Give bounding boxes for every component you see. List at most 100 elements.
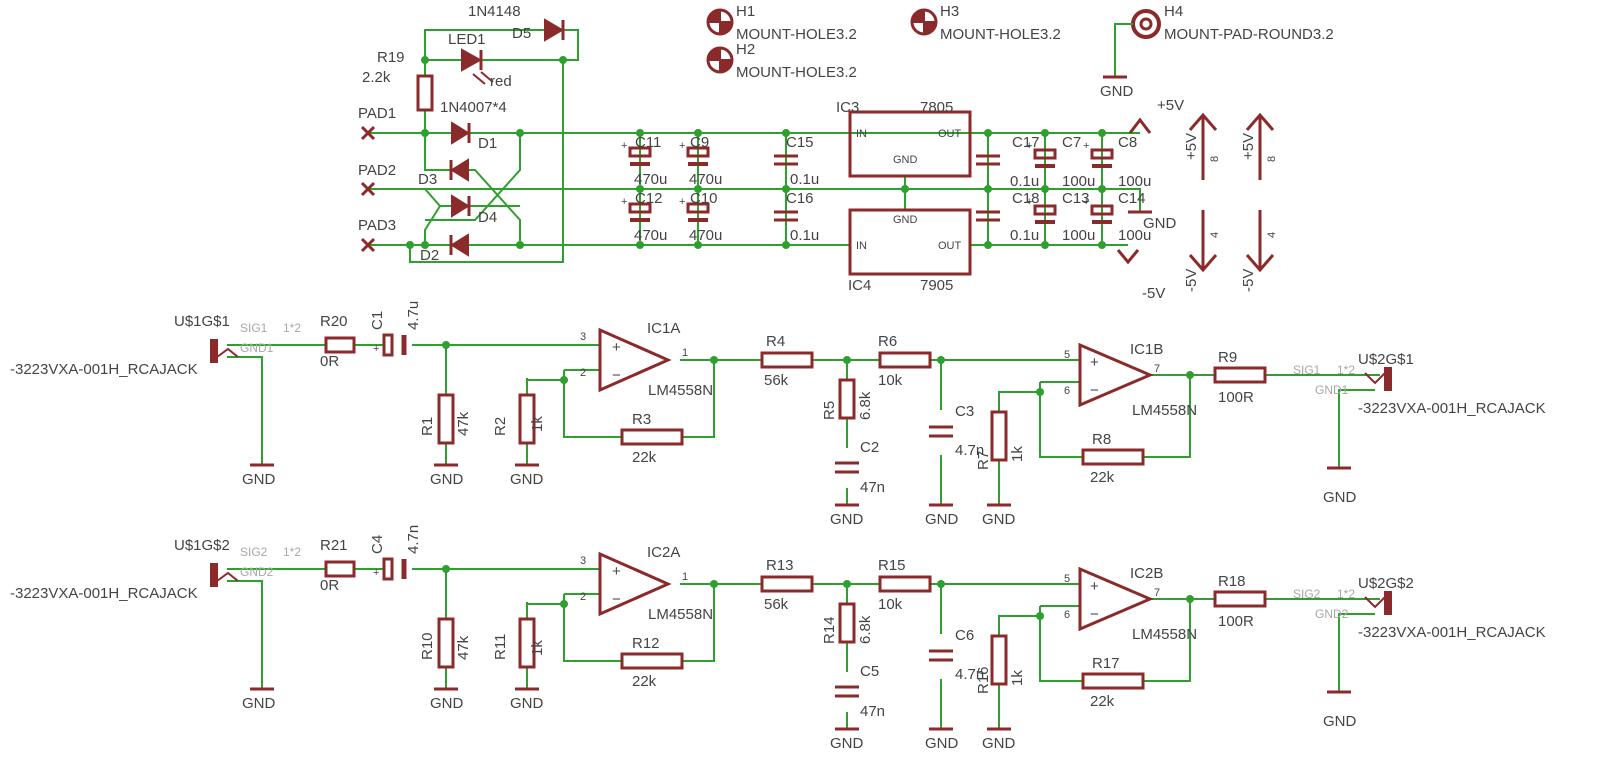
h3-label: H3 <box>940 3 959 20</box>
output-jack-2-icon <box>1364 591 1392 615</box>
svg-text:+: + <box>1090 578 1099 595</box>
led1-label: LED1 <box>448 31 486 48</box>
r11-label: R11 <box>492 634 509 660</box>
r12-label: R12 <box>632 635 660 652</box>
svg-text:7: 7 <box>1154 363 1160 375</box>
c17-capacitor <box>976 154 1000 166</box>
gnd-label-ch1-c: GND <box>510 471 544 488</box>
c16-value-label: 0.1u <box>790 227 819 244</box>
c18-label: C18 <box>1012 190 1040 207</box>
jack-out-1-part-label: -3223VXA-001H_RCAJACK <box>1358 400 1546 417</box>
c3-label: C3 <box>955 403 974 420</box>
ic1b-label: IC1B <box>1130 341 1163 358</box>
gnd-label-ch1-e: GND <box>925 511 959 528</box>
svg-text:1: 1 <box>682 347 688 359</box>
r6-resistor <box>878 351 932 369</box>
r7-resistor <box>990 410 1008 462</box>
svg-text:−: − <box>612 591 621 608</box>
c11-label: C11 <box>635 134 661 151</box>
d1-label: D1 <box>478 135 497 152</box>
r2-resistor <box>518 393 536 445</box>
r19-value-label: 2.2k <box>362 69 391 86</box>
mounting-holes: H1 MOUNT-HOLE3.2 H2 MOUNT-HOLE3.2 H3 MOU… <box>706 3 1334 100</box>
r19-resistor <box>416 74 434 112</box>
gnd1-in-label: GND1 <box>240 341 274 355</box>
c1-label: C1 <box>369 311 386 330</box>
d3-label: D3 <box>418 171 437 188</box>
vee-label-1: -5V <box>1183 269 1200 292</box>
jack-in-2-label: U$1G$2 <box>174 537 230 554</box>
c11-capacitor <box>628 146 652 166</box>
r20-resistor <box>324 336 356 354</box>
d2-label: D2 <box>420 247 439 264</box>
svg-text:1: 1 <box>682 571 688 583</box>
r9-resistor <box>1213 366 1267 384</box>
h3-part-label: MOUNT-HOLE3.2 <box>940 26 1061 43</box>
svg-text:−: − <box>612 367 621 384</box>
gnd1-out-label: GND1 <box>1315 383 1349 397</box>
gnd2-in-label: GND2 <box>240 565 274 579</box>
r6-value-label: 10k <box>878 372 903 389</box>
h4-label: H4 <box>1164 3 1183 20</box>
r4-value-label: 56k <box>764 372 789 389</box>
r18-label: R18 <box>1218 573 1246 590</box>
c13-capacitor <box>1033 204 1057 224</box>
opamp-vee-arrow-2 <box>1245 210 1275 273</box>
svg-text:2: 2 <box>580 367 586 379</box>
r8-label: R8 <box>1092 431 1111 448</box>
c1-value-label: 4.7u <box>405 301 422 330</box>
svg-text:4: 4 <box>1266 232 1278 238</box>
r2-label: R2 <box>492 417 509 436</box>
c16-label: C16 <box>786 190 814 207</box>
mult-out-1-label: 1*2 <box>1337 363 1355 377</box>
c14-label: C14 <box>1118 190 1146 207</box>
sig1-in-label: SIG1 <box>240 321 268 335</box>
sig2-in-label: SIG2 <box>240 545 268 559</box>
h3-hole-icon <box>910 8 938 36</box>
r10-value-label: 47k <box>455 635 472 660</box>
c16-capacitor <box>774 210 798 222</box>
r7-value-label: 1k <box>1009 446 1026 462</box>
sig1-out-label: SIG1 <box>1293 363 1321 377</box>
r17-resistor <box>1081 672 1145 690</box>
r18-value-label: 100R <box>1218 613 1254 630</box>
r13-resistor <box>760 575 814 593</box>
channel-2: +− +− U$1G$2 -3223VXA-001H_RCAJACK SIG2 … <box>10 525 1546 752</box>
svg-text:−: − <box>1090 606 1099 623</box>
c3-value-label: 4.7n <box>955 442 984 459</box>
c4-label: C4 <box>369 535 386 554</box>
r16-value-label: 1k <box>1009 670 1026 686</box>
mult-in-2-label: 1*2 <box>283 545 301 559</box>
c15-capacitor <box>774 154 798 166</box>
channel-1: +− +− U$1G$1 -3223VXA-001H_RCAJACK SIG1 … <box>10 301 1546 528</box>
vcc-label-2: +5V <box>1240 133 1257 160</box>
r4-resistor <box>760 351 814 369</box>
gnd-label-ch1-a: GND <box>242 471 276 488</box>
r3-value-label: 22k <box>632 449 657 466</box>
minus5v-arrow <box>1116 249 1140 265</box>
gnd-label-ch2-b: GND <box>430 695 464 712</box>
c10-label: C10 <box>690 190 718 207</box>
jack-out-2-label: U$2G$2 <box>1358 575 1414 592</box>
r1-label: R1 <box>419 417 436 436</box>
svg-text:8: 8 <box>1266 156 1278 162</box>
vee-label-2: -5V <box>1240 269 1257 292</box>
r14-resistor <box>838 602 856 644</box>
ic3-regulator <box>848 110 972 178</box>
h2-part-label: MOUNT-HOLE3.2 <box>736 64 857 81</box>
c7-value-label: 100u <box>1062 173 1095 190</box>
svg-text:GND: GND <box>893 154 918 166</box>
ic3-label: IC3 <box>836 99 859 116</box>
r2-value-label: 1k <box>529 416 546 432</box>
svg-text:3: 3 <box>580 331 586 343</box>
svg-text:+: + <box>1083 140 1089 152</box>
power-supply: 1N4148 D5 LED1 red R19 2.2k 1N4007*4 PAD… <box>358 3 1278 302</box>
svg-text:6: 6 <box>1064 609 1070 621</box>
d5-label: D5 <box>512 25 531 42</box>
r10-label: R10 <box>419 632 436 660</box>
sig2-out-label: SIG2 <box>1293 587 1321 601</box>
r18-resistor <box>1213 590 1267 608</box>
r3-resistor <box>620 428 684 446</box>
ic4-regulator <box>848 208 972 276</box>
